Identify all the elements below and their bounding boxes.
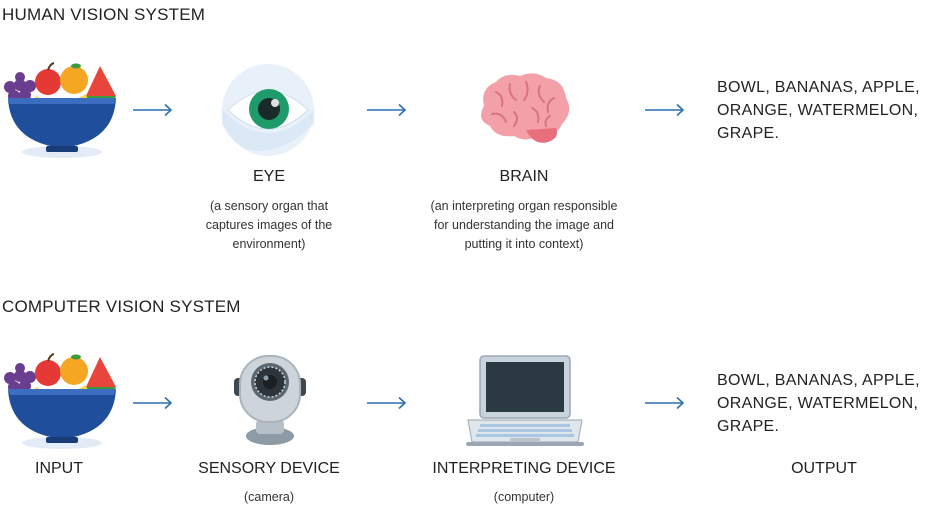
interp-note: (computer)	[493, 490, 555, 504]
interp-label: INTERPRETING DEVICE	[432, 460, 616, 477]
eye-note-line: (a sensory organ that	[209, 199, 329, 213]
eye-note-line: environment)	[232, 237, 306, 251]
sensor-note: (camera)	[243, 490, 294, 504]
fruit-bowl-icon	[0, 62, 120, 162]
brain-note-line: (an interpreting organ responsible	[430, 199, 618, 213]
output-line: BOWL, BANANAS, APPLE,	[717, 372, 920, 389]
computer-output: BOWL, BANANAS, APPLE, ORANGE, WATERMELON…	[717, 369, 942, 438]
right-arrow-icon	[133, 396, 173, 410]
fruit-bowl-icon	[0, 353, 120, 453]
brain-icon	[474, 72, 574, 150]
brain-note-line: putting it into context)	[464, 237, 584, 251]
human-output: BOWL, BANANAS, APPLE, ORANGE, WATERMELON…	[717, 76, 942, 145]
eye-icon	[220, 64, 318, 158]
right-arrow-icon	[367, 103, 407, 117]
output-label: OUTPUT	[791, 460, 857, 477]
right-arrow-icon	[645, 396, 685, 410]
output-line: ORANGE, WATERMELON,	[717, 395, 919, 412]
webcam-icon	[232, 352, 308, 448]
eye-label: EYE	[252, 168, 285, 185]
output-line: ORANGE, WATERMELON,	[717, 102, 919, 119]
computer-section-title: COMPUTER VISION SYSTEM	[2, 297, 241, 316]
sensor-label: SENSORY DEVICE	[198, 460, 340, 477]
eye-note: (a sensory organ that captures images of…	[180, 197, 358, 254]
laptop-icon	[466, 354, 584, 450]
human-section-title: HUMAN VISION SYSTEM	[2, 5, 206, 24]
output-line: GRAPE.	[717, 418, 780, 435]
output-line: GRAPE.	[717, 125, 780, 142]
right-arrow-icon	[133, 103, 173, 117]
right-arrow-icon	[367, 396, 407, 410]
right-arrow-icon	[645, 103, 685, 117]
input-label: INPUT	[35, 460, 83, 477]
eye-note-line: captures images of the	[205, 218, 333, 232]
brain-label: BRAIN	[499, 168, 549, 185]
output-line: BOWL, BANANAS, APPLE,	[717, 79, 920, 96]
brain-note: (an interpreting organ responsible for u…	[409, 197, 639, 254]
brain-note-line: for understanding the image and	[434, 218, 614, 232]
